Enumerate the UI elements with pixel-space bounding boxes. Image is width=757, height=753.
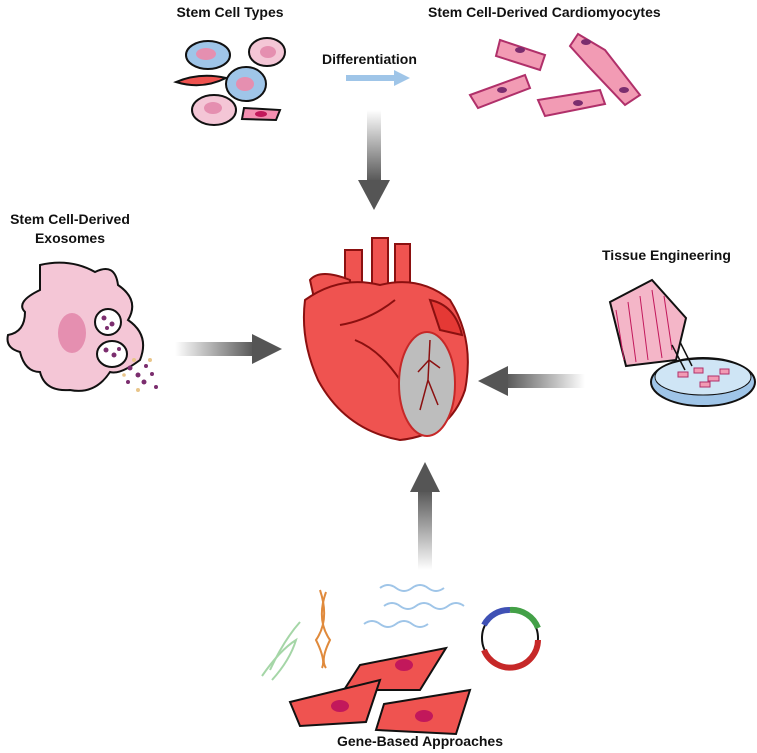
- heart-illustration: [302, 237, 469, 442]
- arrow-down-to-heart: [358, 110, 390, 210]
- stem-cell-types-label: Stem Cell Types: [176, 4, 284, 20]
- exosomes-label-line2: Exosomes: [34, 230, 106, 246]
- cardiomyocytes-cluster: [468, 32, 642, 118]
- exosome-cell: [6, 261, 158, 392]
- arrow-up-to-heart: [410, 462, 440, 570]
- gene-based-label: Gene-Based Approaches: [337, 733, 503, 749]
- exosomes-label-line1: Stem Cell-Derived: [10, 211, 130, 227]
- stem-cell-types-cluster: [173, 37, 286, 126]
- gene-based-illustration: [261, 584, 541, 736]
- arrow-right-to-heart: [175, 334, 282, 364]
- tissue-engineering-label: Tissue Engineering: [602, 247, 731, 263]
- differentiation-label: Differentiation: [322, 51, 417, 67]
- tissue-engineering-illustration: [608, 278, 756, 407]
- arrow-left-to-heart: [478, 366, 585, 396]
- cardiomyocytes-label: Stem Cell-Derived Cardiomyocytes: [428, 4, 661, 20]
- differentiation-arrow: [346, 70, 410, 86]
